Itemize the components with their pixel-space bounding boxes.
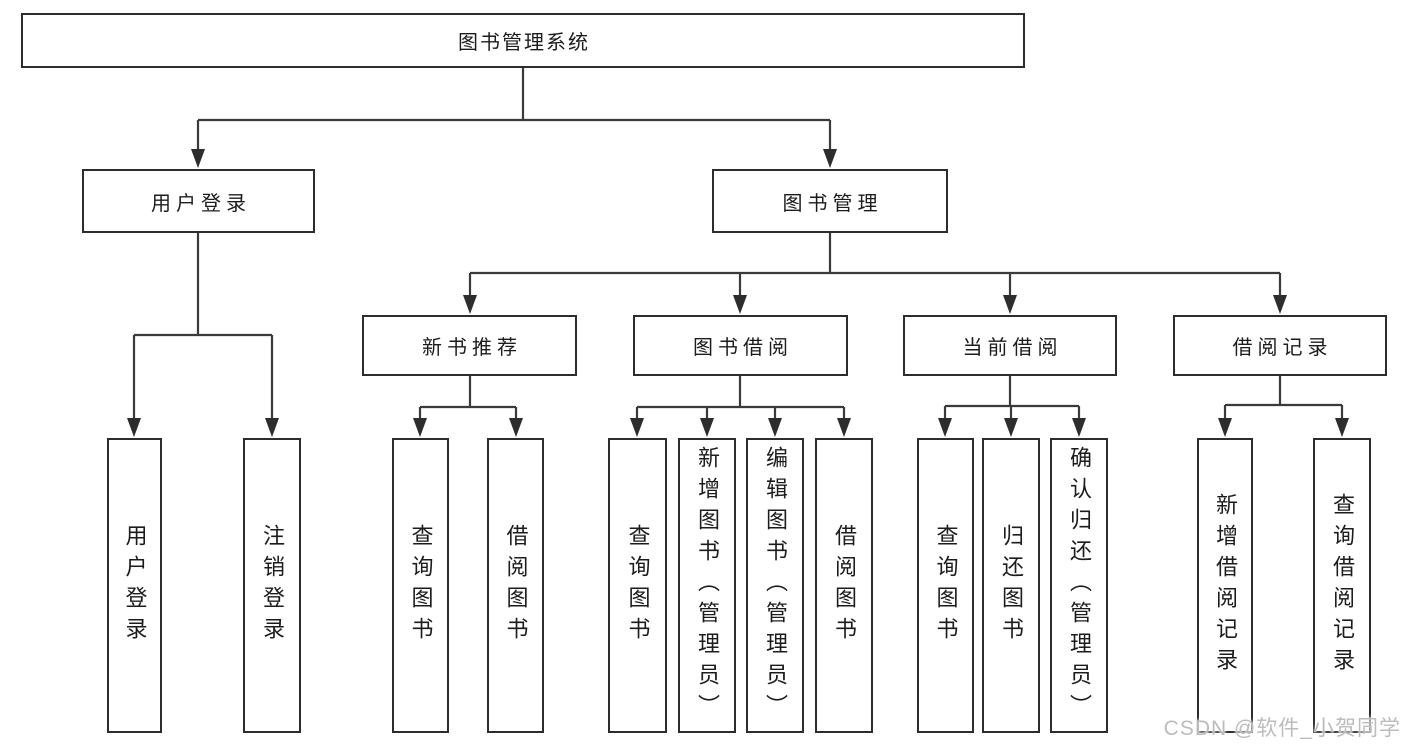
leaf-cb-query-book-label: 查询图书 xyxy=(933,523,959,648)
leaf-cb-confirm-return-label: 确认归还（管理员） xyxy=(1067,446,1092,725)
node-book-borrow: 图书借阅 xyxy=(633,315,848,376)
leaf-bb-query-book: 查询图书 xyxy=(608,438,667,733)
leaf-rec-borrow-book-label: 借阅图书 xyxy=(503,523,529,648)
node-user-login: 用户登录 xyxy=(82,169,315,233)
leaf-bb-query-book-label: 查询图书 xyxy=(625,523,651,648)
node-borrow-records: 借阅记录 xyxy=(1173,315,1387,376)
leaf-user-login: 用户登录 xyxy=(107,438,162,733)
leaf-logout-label: 注销登录 xyxy=(260,523,285,648)
leaf-br-add-record: 新增借阅记录 xyxy=(1197,438,1253,733)
leaf-bb-borrow-book-label: 借阅图书 xyxy=(832,523,857,648)
node-current-borrow: 当前借阅 xyxy=(903,315,1117,376)
connector-root-to-level2 xyxy=(196,68,832,150)
leaf-cb-return-book: 归还图书 xyxy=(982,438,1040,733)
leaf-cb-confirm-return: 确认归还（管理员） xyxy=(1050,438,1108,733)
connector-currentborrow-to-leaves xyxy=(943,376,1081,420)
leaf-bb-edit-book: 编辑图书（管理员） xyxy=(746,438,804,733)
leaf-bb-add-book: 新增图书（管理员） xyxy=(678,438,736,733)
node-new-book-recommend: 新书推荐 xyxy=(362,315,577,376)
leaf-bb-borrow-book: 借阅图书 xyxy=(815,438,873,733)
leaf-cb-return-book-label: 归还图书 xyxy=(999,523,1024,648)
leaf-rec-borrow-book: 借阅图书 xyxy=(487,438,544,733)
connector-borrowrecords-to-leaves xyxy=(1223,376,1344,420)
node-root: 图书管理系统 xyxy=(21,13,1025,68)
connector-bookborrow-to-leaves xyxy=(635,376,846,420)
leaf-rec-query-book-label: 查询图书 xyxy=(408,523,434,648)
leaf-user-login-label: 用户登录 xyxy=(122,523,148,648)
leaf-cb-query-book: 查询图书 xyxy=(917,438,974,733)
connector-newbookrec-to-leaves xyxy=(418,376,518,420)
watermark: CSDN @软件_小贺同学 xyxy=(1163,717,1401,740)
leaf-rec-query-book: 查询图书 xyxy=(392,438,449,733)
leaf-br-query-record-label: 查询借阅记录 xyxy=(1330,492,1355,679)
leaf-br-add-record-label: 新增借阅记录 xyxy=(1213,492,1238,679)
leaf-bb-add-book-label: 新增图书（管理员） xyxy=(695,446,720,725)
leaf-br-query-record: 查询借阅记录 xyxy=(1313,438,1371,733)
node-book-management: 图书管理 xyxy=(712,169,948,233)
leaf-logout: 注销登录 xyxy=(243,438,301,733)
leaf-bb-edit-book-label: 编辑图书（管理员） xyxy=(763,446,788,725)
connector-bookmgmt-to-level3 xyxy=(468,233,1282,297)
connector-userlogin-to-leaves xyxy=(132,233,274,420)
